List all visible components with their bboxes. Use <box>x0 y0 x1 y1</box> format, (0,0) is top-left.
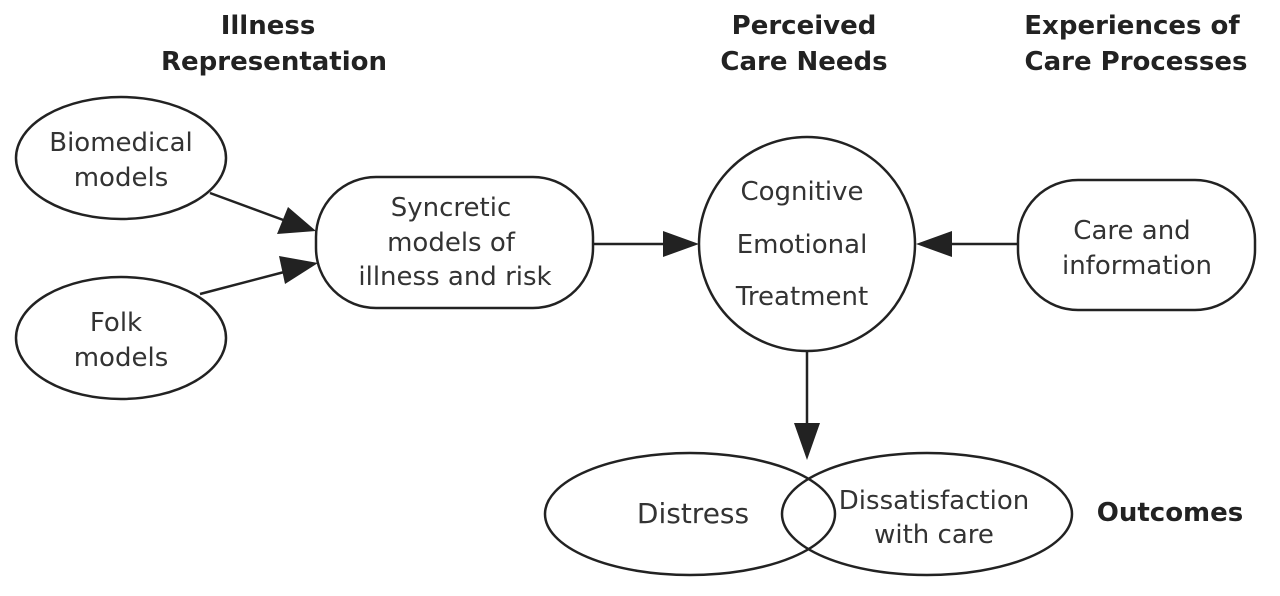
edge-line <box>209 191 287 223</box>
arrow-care-needs-to-outcomes <box>794 351 820 460</box>
arrowhead <box>916 231 952 257</box>
dissatisfaction-ellipse <box>780 451 1074 577</box>
care-needs-label-emotional: Emotional <box>737 230 868 260</box>
edge-line <box>199 269 289 296</box>
arrowhead <box>277 207 316 234</box>
syncretic-label-line1: Syncretic <box>391 193 512 223</box>
biomedical-label-line1: Biomedical <box>49 128 192 158</box>
arrow-care-info-to-care-needs <box>916 231 1018 257</box>
arrow-biomedical-to-syncretic <box>209 191 316 234</box>
folk-ellipse <box>14 275 228 401</box>
care-info-label-line2: information <box>1062 251 1212 281</box>
arrowhead <box>663 231 699 257</box>
header-illness-representation-line1: Illness <box>221 11 316 41</box>
node-care-and-information: Care and information <box>1016 178 1257 312</box>
arrow-syncretic-to-care-needs <box>593 231 699 257</box>
header-perceived-care-needs-line2: Care Needs <box>720 47 887 77</box>
dissatisfaction-label-line2: with care <box>874 520 994 550</box>
care-info-label-line1: Care and <box>1073 216 1190 246</box>
node-syncretic-models: Syncretic models of illness and risk <box>314 175 595 310</box>
folk-label-line2: models <box>74 343 169 373</box>
header-experiences-line1: Experiences of <box>1024 11 1240 41</box>
header-perceived-care-needs-line1: Perceived <box>732 11 877 41</box>
header-outcomes: Outcomes <box>1097 498 1244 528</box>
syncretic-label-line2: models of <box>387 228 516 258</box>
biomedical-label-line2: models <box>74 163 169 193</box>
syncretic-box <box>314 175 595 310</box>
node-folk-models: Folk models <box>14 275 228 401</box>
distress-ellipse <box>543 451 837 577</box>
arrow-folk-to-syncretic <box>199 256 318 296</box>
node-perceived-care-needs: Cognitive Emotional Treatment <box>697 135 917 353</box>
folk-label-line1: Folk <box>90 308 142 338</box>
care-needs-label-cognitive: Cognitive <box>740 177 863 207</box>
node-biomedical-models: Biomedical models <box>14 95 228 221</box>
arrowhead <box>794 423 820 460</box>
syncretic-label-line3: illness and risk <box>358 262 551 292</box>
header-experiences-line2: Care Processes <box>1025 47 1248 77</box>
care-needs-label-treatment: Treatment <box>735 282 868 312</box>
dissatisfaction-label-line1: Dissatisfaction <box>839 486 1029 516</box>
header-illness-representation-line2: Representation <box>161 47 387 77</box>
biomedical-ellipse <box>14 95 228 221</box>
distress-label: Distress <box>637 497 749 530</box>
node-dissatisfaction: Dissatisfaction with care <box>780 451 1074 577</box>
node-distress: Distress <box>543 451 837 577</box>
arrowhead <box>279 256 318 284</box>
